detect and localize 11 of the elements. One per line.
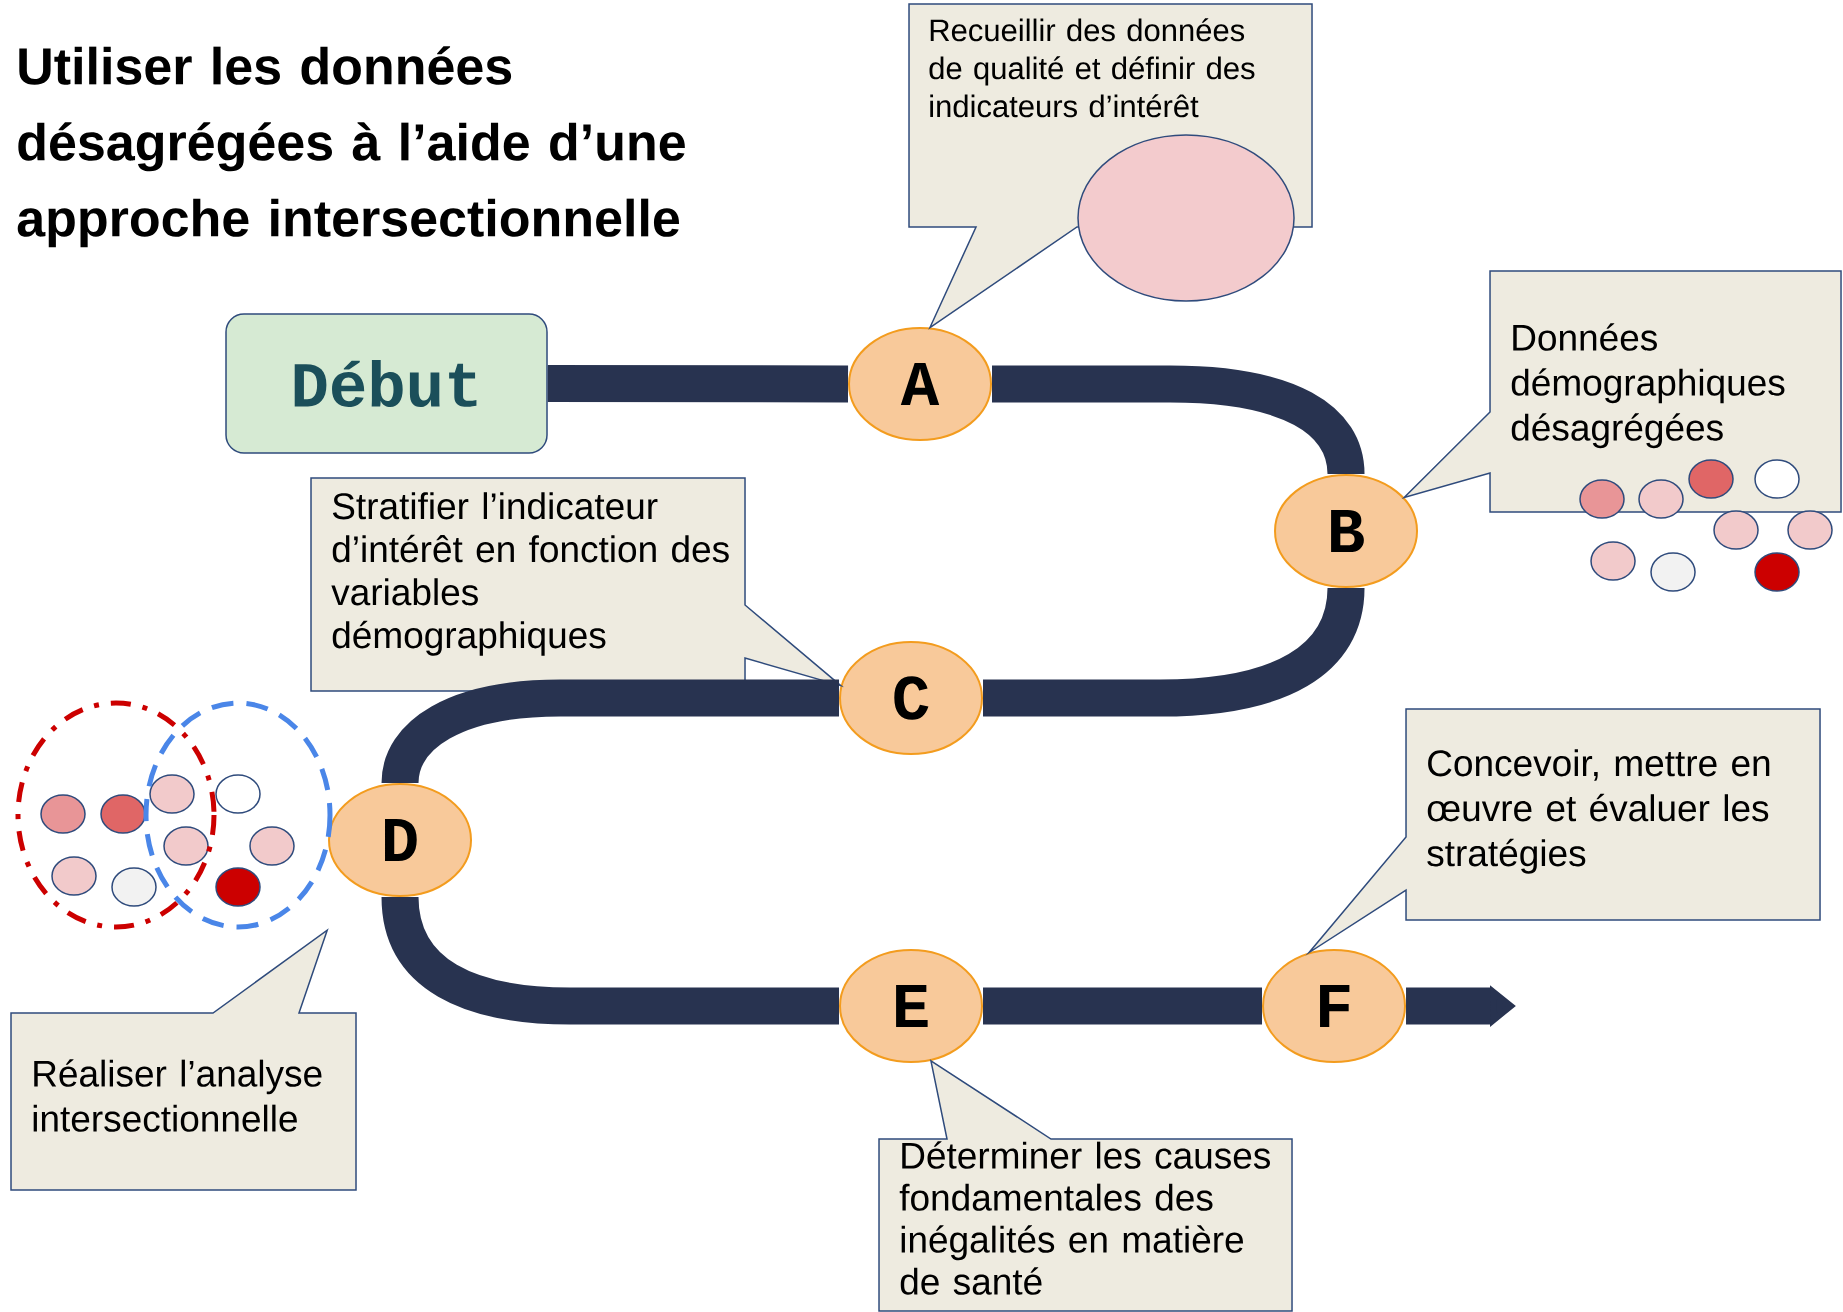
callout-box: Concevoir, mettre en œuvre et évaluer les stratégies [1305,708,1821,956]
start-box: Début [225,313,548,454]
callout-box: Déterminer les causes fondamentales des inégalités en matière de santé [878,1059,1293,1312]
callout-box: Données démographiques désagrégées [1401,270,1842,513]
callout-box: Recueillir des données de qualité et définir des indicateurs d’intérêt [908,3,1313,330]
callout-box: Réaliser l’analyse intersectionnelle [10,928,357,1191]
road-path [547,365,849,403]
venn-diagram-drawing [15,700,333,930]
callout-box: Stratifier l’indicateur d’intérêt en fonction des variables démographiques [310,477,844,692]
road-path [983,987,1262,1025]
title: Utiliser les données désagrégées à l’aide d’une approche intersectionnelle [17,46,685,248]
